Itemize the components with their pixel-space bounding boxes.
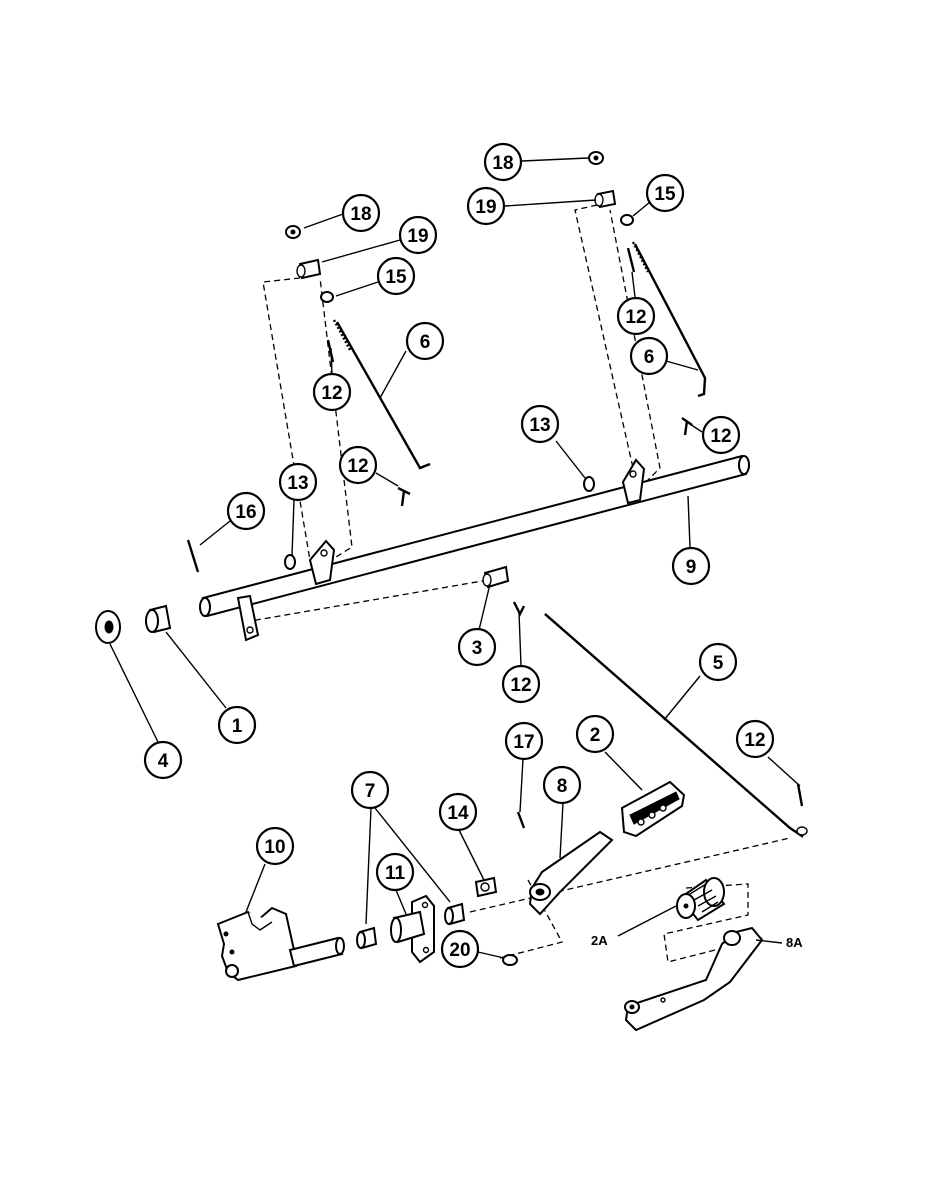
pedal-arm-part-8a xyxy=(624,926,764,1032)
pin-part-17 xyxy=(516,811,526,829)
svg-text:12: 12 xyxy=(510,675,531,696)
bushing-part-7-right xyxy=(444,902,466,926)
callout-12-a: 12 xyxy=(312,372,352,412)
svg-text:14: 14 xyxy=(447,803,469,824)
callout-10: 10 xyxy=(255,826,295,866)
callout-7: 7 xyxy=(350,770,390,810)
callout-12-c: 12 xyxy=(616,296,656,336)
bracket-part-11 xyxy=(390,894,435,964)
svg-text:16: 16 xyxy=(235,502,256,523)
rod-part-5 xyxy=(544,613,808,838)
cotter-pin-part-12-f xyxy=(796,783,804,807)
svg-text:1: 1 xyxy=(232,716,243,737)
callout-20: 20 xyxy=(440,929,480,969)
washer-part-4 xyxy=(95,610,121,644)
svg-text:7: 7 xyxy=(365,781,376,802)
svg-text:12: 12 xyxy=(625,307,646,328)
housing-part-10 xyxy=(216,906,345,982)
bushing-part-1 xyxy=(145,604,172,634)
svg-text:9: 9 xyxy=(686,557,697,578)
svg-text:20: 20 xyxy=(449,940,470,961)
svg-text:10: 10 xyxy=(264,837,285,858)
svg-text:13: 13 xyxy=(287,473,308,494)
cotter-pin-part-12-b xyxy=(397,486,411,507)
svg-text:19: 19 xyxy=(475,197,496,218)
pin-part-16 xyxy=(186,539,200,573)
svg-text:5: 5 xyxy=(713,653,724,674)
callout-6-right: 6 xyxy=(629,336,669,376)
leader-lines xyxy=(109,157,801,959)
svg-text:2: 2 xyxy=(590,725,601,746)
callout-12-b: 12 xyxy=(338,445,378,485)
svg-text:4: 4 xyxy=(158,751,169,772)
nut-part-18-left xyxy=(285,225,301,239)
callout-15-left: 15 xyxy=(376,256,416,296)
callout-16: 16 xyxy=(226,491,266,531)
callout-19-left: 19 xyxy=(398,215,438,255)
callout-4: 4 xyxy=(143,740,183,780)
svg-text:19: 19 xyxy=(407,226,428,247)
callout-12-d: 12 xyxy=(701,415,741,455)
clevis-part-19-right xyxy=(594,189,617,209)
label-2a: 2A xyxy=(591,933,608,948)
callout-13-left: 13 xyxy=(278,462,318,502)
rod-part-6-right xyxy=(631,241,707,398)
callout-9: 9 xyxy=(671,546,711,586)
svg-text:15: 15 xyxy=(385,267,407,288)
callout-18-right: 18 xyxy=(483,142,523,182)
pedal-pad-part-2 xyxy=(620,780,686,838)
callout-3: 3 xyxy=(457,627,497,667)
callout-13-right: 13 xyxy=(520,404,560,444)
cotter-pin-part-12-c xyxy=(626,247,636,273)
svg-text:6: 6 xyxy=(420,332,431,353)
cross-shaft xyxy=(199,454,750,642)
callout-5: 5 xyxy=(698,642,738,682)
cotter-pin-part-12-d xyxy=(681,417,693,436)
callout-2: 2 xyxy=(575,714,615,754)
callout-8: 8 xyxy=(542,765,582,805)
svg-text:6: 6 xyxy=(644,347,655,368)
callout-12-e: 12 xyxy=(501,664,541,704)
callout-11: 11 xyxy=(375,852,415,892)
callout-14: 14 xyxy=(438,792,478,832)
callout-19-right: 19 xyxy=(466,186,506,226)
washer-part-13-right xyxy=(583,476,595,492)
svg-text:18: 18 xyxy=(492,153,513,174)
washer-part-13-left xyxy=(284,554,296,570)
washer-part-20 xyxy=(502,954,518,966)
callout-18-left: 18 xyxy=(341,193,381,233)
nut-part-18-right xyxy=(588,151,604,165)
locknut-part-15-right xyxy=(620,214,634,226)
svg-text:3: 3 xyxy=(472,638,483,659)
clevis-part-3 xyxy=(482,565,510,589)
cotter-pin-part-12-e xyxy=(512,601,526,617)
svg-text:17: 17 xyxy=(513,732,534,753)
svg-text:12: 12 xyxy=(347,456,368,477)
svg-text:15: 15 xyxy=(654,184,676,205)
svg-text:13: 13 xyxy=(529,415,550,436)
svg-text:11: 11 xyxy=(385,863,406,884)
pedal-arm-part-8 xyxy=(528,830,614,916)
callout-12-f: 12 xyxy=(735,719,775,759)
callout-6-left: 6 xyxy=(405,321,445,361)
pedal-pad-part-2a xyxy=(676,877,726,922)
callout-17: 17 xyxy=(504,721,544,761)
clevis-part-19-left xyxy=(296,258,322,280)
svg-text:12: 12 xyxy=(744,730,765,751)
callout-15-right: 15 xyxy=(645,173,685,213)
svg-text:8: 8 xyxy=(557,776,568,797)
bolt-part-14 xyxy=(474,876,498,898)
callout-1: 1 xyxy=(217,705,257,745)
locknut-part-15-left xyxy=(320,291,334,303)
rod-part-6-left xyxy=(332,319,431,470)
label-8a: 8A xyxy=(786,935,803,950)
svg-text:12: 12 xyxy=(710,426,731,447)
bushing-part-7-left xyxy=(356,926,378,950)
svg-text:12: 12 xyxy=(321,383,342,404)
svg-text:18: 18 xyxy=(350,204,371,225)
